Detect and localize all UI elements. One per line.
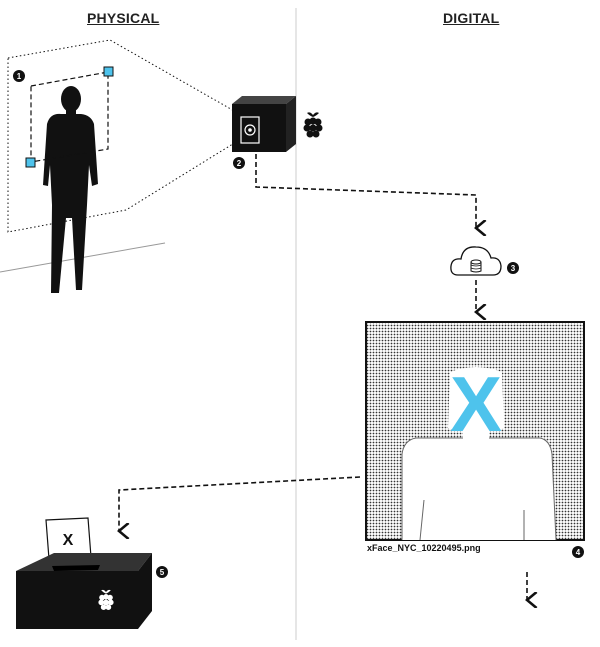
cloud-database-icon [450,246,502,276]
capture-frame [7,39,237,233]
step-badge-3: 3 [507,262,519,274]
step-number-2: 2 [237,159,242,168]
step-badge-1: 1 [13,70,25,82]
corner-marker-bottom-left [25,157,36,168]
image-filename: xFace_NYC_10220495.png [367,543,481,553]
face-detection-box [30,71,109,163]
step-badge-2: 2 [233,157,245,169]
corner-marker-top-right [103,66,114,77]
step-number-3: 3 [511,264,516,273]
step-badge-4: 4 [572,546,584,558]
person-silhouette [43,86,98,294]
step-badge-5: 5 [156,566,168,578]
raspberry-pi-icon [303,112,323,138]
face-redaction-mark: X [450,360,502,448]
ballot-mark: X [63,532,74,549]
captured-image: X [365,321,585,541]
heading-physical: PHYSICAL [87,10,160,26]
arrow-image-to-ballot [119,476,361,531]
step-number-5: 5 [160,568,165,577]
step-number-4: 4 [576,548,581,557]
heading-digital: DIGITAL [443,10,500,26]
camera-box-icon [232,96,296,152]
ballot-box-icon [16,517,152,629]
arrow-camera-to-cloud [255,154,476,228]
step-number-1: 1 [17,72,22,81]
